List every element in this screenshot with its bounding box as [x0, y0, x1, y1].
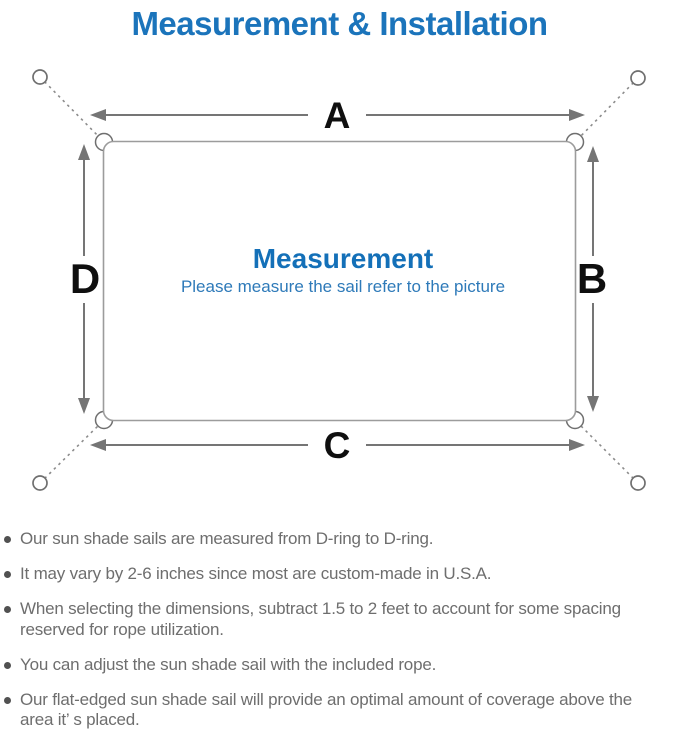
- bullet-dot-icon: [4, 661, 11, 669]
- list-item: When selecting the dimensions, subtract …: [4, 599, 649, 640]
- rope-top-left: [39, 76, 105, 143]
- anchor-point-icon: [630, 475, 646, 491]
- anchor-point-icon: [630, 70, 646, 86]
- sail-outline: [102, 140, 577, 422]
- bullet-dot-icon: [4, 536, 11, 543]
- rope-top-right: [574, 77, 639, 143]
- bullet-dot-icon: [4, 571, 11, 578]
- dimension-label-a: A: [324, 95, 351, 136]
- list-item: You can adjust the sun shade sail with t…: [4, 655, 649, 676]
- dimension-label-b: B: [577, 255, 607, 302]
- note-text: Our flat-edged sun shade sail will provi…: [20, 689, 633, 730]
- arrowhead-left-icon: [90, 109, 106, 121]
- anchor-point-icon: [32, 475, 48, 491]
- note-text: Our sun shade sails are measured from D-…: [20, 529, 434, 548]
- notes-list: Our sun shade sails are measured from D-…: [0, 529, 679, 745]
- bullet-dot-icon: [4, 696, 11, 704]
- arrowhead-right-icon: [569, 439, 585, 451]
- arrowhead-left-icon: [90, 439, 106, 451]
- arrowhead-right-icon: [569, 109, 585, 121]
- arrowhead-down-icon: [78, 398, 90, 414]
- corner-rope-lines: [39, 76, 639, 484]
- rope-bottom-left: [39, 419, 105, 484]
- list-item: Our sun shade sails are measured from D-…: [4, 529, 649, 550]
- arrowhead-up-icon: [587, 146, 599, 162]
- dimension-arrow-b: B: [577, 146, 607, 412]
- bullet-dot-icon: [4, 606, 11, 613]
- arrowhead-down-icon: [587, 396, 599, 412]
- dimension-arrow-d: D: [70, 144, 100, 414]
- list-item: Our flat-edged sun shade sail will provi…: [4, 690, 649, 731]
- note-text: It may vary by 2-6 inches since most are…: [20, 564, 492, 583]
- measurement-diagram: Measurement Please measure the sail refe…: [0, 60, 679, 520]
- dimension-arrow-c: C: [90, 425, 585, 466]
- note-text: You can adjust the sun shade sail with t…: [20, 654, 437, 674]
- arrowhead-up-icon: [78, 144, 90, 160]
- dimension-label-c: C: [324, 425, 351, 466]
- anchor-point-icon: [32, 69, 48, 85]
- page-title: Measurement & Installation: [131, 5, 548, 42]
- dimension-label-d: D: [70, 255, 100, 302]
- list-item: It may vary by 2-6 inches since most are…: [4, 564, 649, 585]
- diagram-heading: Measurement: [253, 243, 434, 274]
- diagram-subtitle: Please measure the sail refer to the pic…: [181, 277, 505, 296]
- rope-bottom-right: [574, 419, 639, 484]
- sail-diagram-svg: Measurement Please measure the sail refe…: [32, 69, 646, 491]
- dimension-arrow-a: A: [90, 95, 585, 136]
- note-text: When selecting the dimensions, subtract …: [20, 599, 621, 639]
